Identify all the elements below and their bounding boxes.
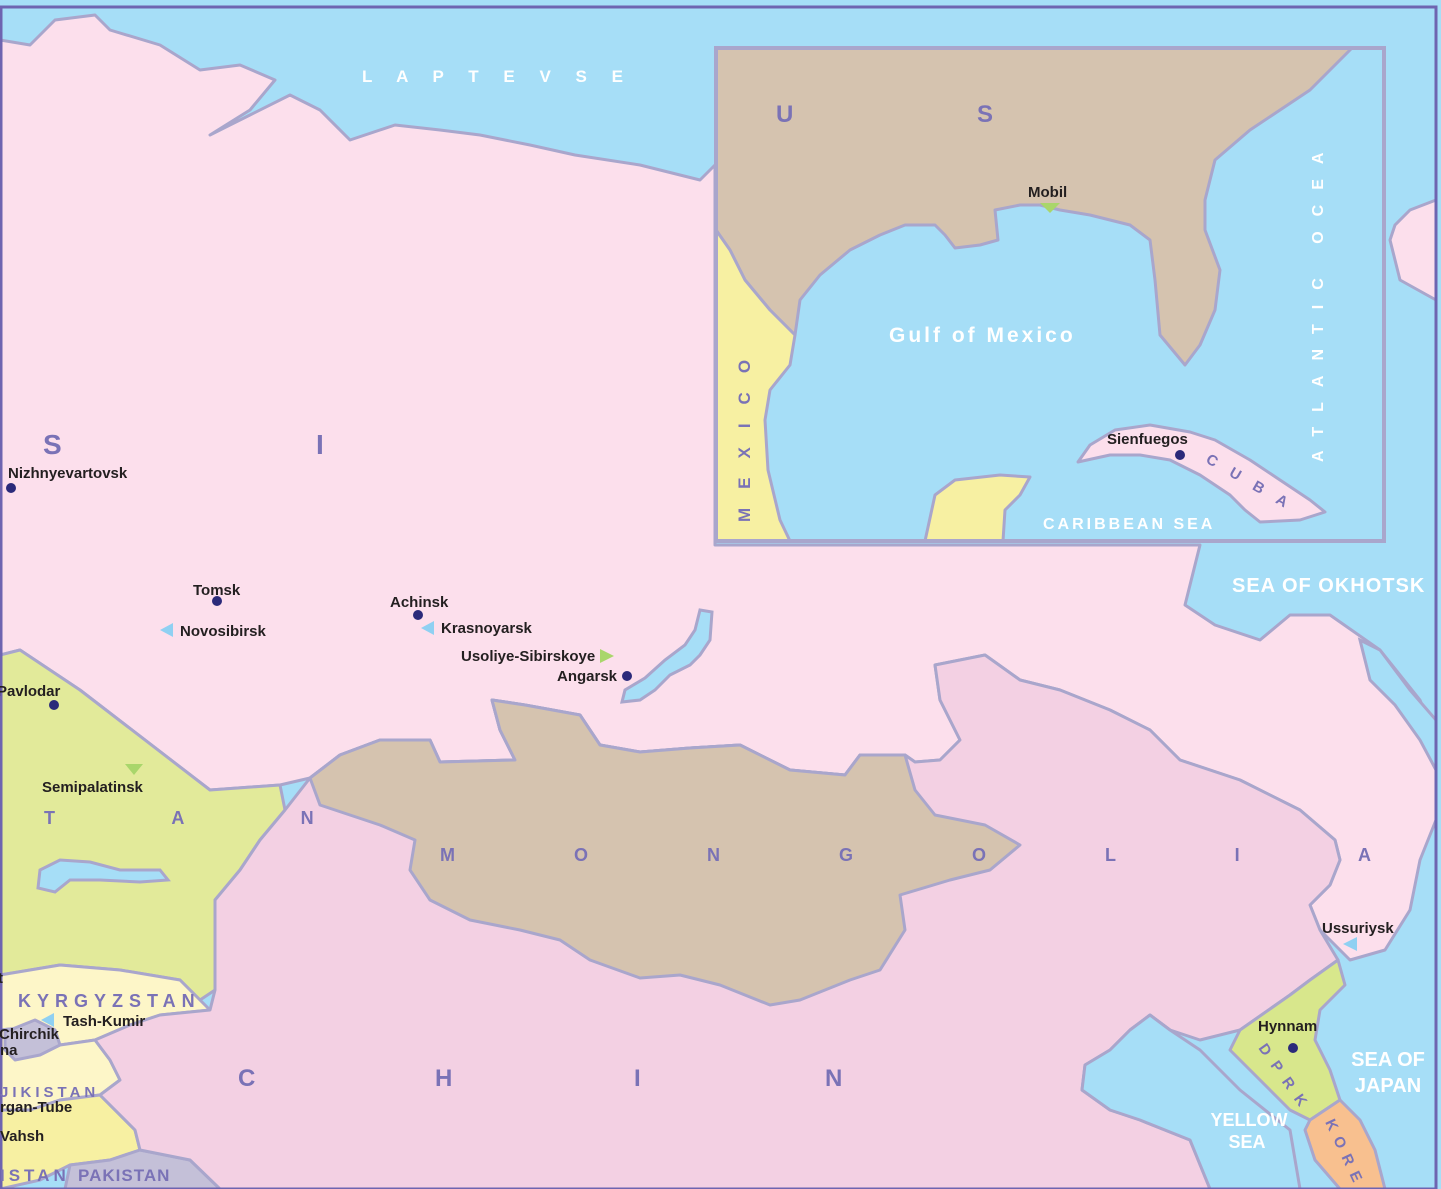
- mongolia-region: [308, 698, 1022, 1007]
- inset-map: U S Gulf of Mexico CARIBBEAN SEA MEXICO …: [714, 46, 1386, 543]
- korea-region: [1303, 1098, 1387, 1189]
- inset-us-s-label: S: [977, 101, 993, 128]
- tajikistan-label: JIKISTAN: [0, 1084, 99, 1101]
- inset-central-america: [923, 473, 1032, 543]
- t-label: t: [0, 970, 3, 987]
- russia-label-i: I: [316, 429, 324, 460]
- mongolia-label: M O N G O L I A: [440, 845, 1428, 865]
- japan-sea-label-2: JAPAN: [1355, 1075, 1421, 1097]
- angarsk-dot: [622, 671, 632, 681]
- achinsk-label: Achinsk: [390, 594, 449, 611]
- inset-gulf-label: Gulf of Mexico: [889, 324, 1076, 347]
- achinsk-dot: [413, 610, 423, 620]
- pavlodar-label: Pavlodar: [0, 683, 61, 700]
- chirchik-label: Chirchik: [0, 1026, 60, 1043]
- okhotsk-sea-label: SEA OF OKHOTSK: [1232, 575, 1425, 597]
- map-frame: [0, 5, 1438, 1189]
- hynnam-label: Hynnam: [1258, 1018, 1317, 1035]
- pakistan-label: PAKISTAN: [78, 1166, 170, 1185]
- inset-caribbean-label: CARIBBEAN SEA: [1043, 516, 1215, 533]
- krasnoyarsk-marker: [421, 621, 434, 635]
- ussuriysk-marker: [1343, 937, 1357, 951]
- inset-mexico-label: MEXICO: [735, 341, 754, 522]
- inset-atlantic-label: ATLANTIC OCEA: [1310, 138, 1327, 462]
- nizhnyevartovsk-dot: [6, 483, 16, 493]
- novosibirsk-label: Novosibirsk: [180, 623, 267, 640]
- tomsk-label: Tomsk: [193, 582, 241, 599]
- yellow-sea: [1080, 1013, 1302, 1189]
- china-label-n: N: [825, 1065, 842, 1092]
- krasnoyarsk-label: Krasnoyarsk: [441, 620, 533, 637]
- nizhnyevartovsk-label: Nizhnyevartovsk: [8, 465, 128, 482]
- lake-baikal: [620, 608, 714, 704]
- china-label-i: I: [634, 1065, 641, 1092]
- tashkumir-marker: [41, 1013, 54, 1027]
- vahsh-label: Vahsh: [0, 1128, 44, 1145]
- tashkumir-label: Tash-Kumir: [63, 1013, 145, 1030]
- inset-usa-region: [714, 46, 1354, 367]
- kyrgyzstan-label: KYRGYZSTAN: [18, 991, 201, 1011]
- na-label: na: [0, 1042, 18, 1059]
- china-label-h: H: [435, 1065, 452, 1092]
- angarsk-label: Angarsk: [557, 668, 618, 685]
- hynnam-dot: [1288, 1043, 1298, 1053]
- tomsk-dot: [212, 596, 222, 606]
- novosibirsk-marker: [160, 623, 173, 637]
- kazakhstan-label: T A N: [44, 808, 370, 828]
- inset-sienfuegos-label: Sienfuegos: [1107, 431, 1188, 448]
- inset-frame: [714, 46, 1386, 543]
- yellow-sea-label-2: SEA: [1228, 1132, 1265, 1152]
- inset-sienfuegos-dot: [1175, 450, 1185, 460]
- pavlodar-dot: [49, 700, 59, 710]
- russia-label-s: S: [43, 429, 62, 460]
- uzbek-wedge: [3, 1018, 62, 1062]
- japan-sea-label-1: SEA OF: [1351, 1049, 1425, 1071]
- lake-balkhash: [36, 858, 171, 894]
- yellow-sea-label-1: YELLOW: [1211, 1110, 1288, 1130]
- inset-mobil-marker: [1040, 203, 1060, 213]
- inset-cuba-region: [1076, 423, 1327, 524]
- ussuriysk-label: Ussuriysk: [1322, 920, 1394, 937]
- kurgantube-label: rgan-Tube: [0, 1099, 72, 1116]
- laptev-sea-label: L A P T E V S E: [362, 67, 633, 86]
- china-label-c: C: [238, 1065, 255, 1092]
- semipalatinsk-marker: [125, 764, 143, 775]
- dprk-region: [1228, 958, 1347, 1122]
- semipalatinsk-label: Semipalatinsk: [42, 779, 144, 796]
- usoliye-marker: [600, 649, 614, 663]
- inset-us-u-label: U: [776, 101, 793, 128]
- inset-mobil-label: Mobil: [1028, 184, 1067, 201]
- usoliye-label: Usoliye-Sibirskoye: [461, 648, 595, 665]
- afghanistan-label: ISTAN: [0, 1166, 70, 1185]
